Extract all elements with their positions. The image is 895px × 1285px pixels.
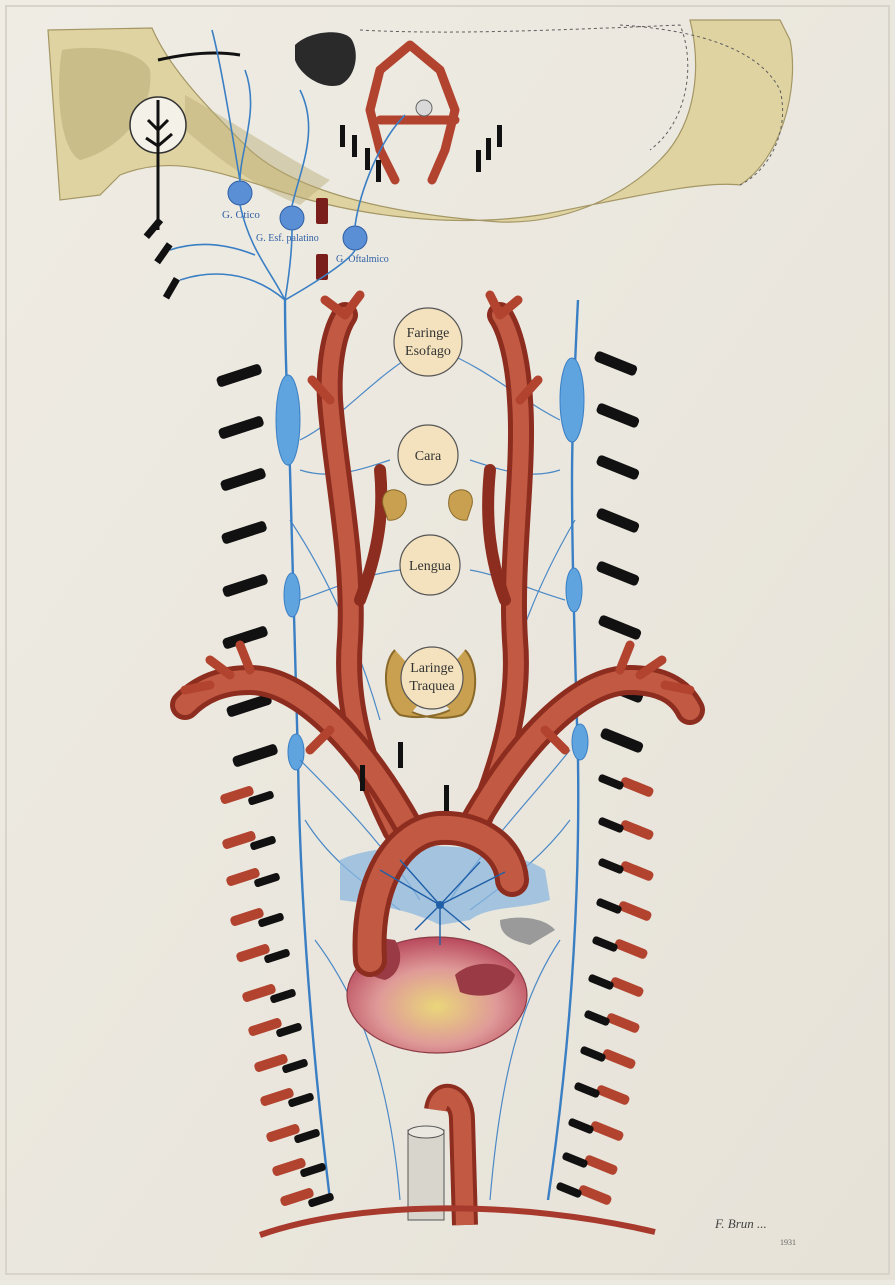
stellate-ganglion-right <box>572 724 588 760</box>
signature-year: 1931 <box>780 1238 796 1247</box>
esofago-label: Esofago <box>405 344 451 359</box>
pituitary-stalk <box>416 100 432 116</box>
middle-cervical-ganglion-right <box>566 568 582 612</box>
stellate-ganglion-left <box>288 734 304 770</box>
traquea-label: Traquea <box>409 679 455 694</box>
lengua-label: Lengua <box>409 559 452 574</box>
artist-signature: F. Brun ... <box>714 1216 767 1231</box>
superior-cervical-ganglion-right <box>560 358 584 442</box>
laringe-label: Laringe <box>410 661 454 676</box>
label-oftalmico: G. Oftalmico <box>336 254 389 265</box>
sphenopalatine-ganglion <box>280 206 304 230</box>
cardiac-plexus-center <box>436 901 444 909</box>
ophthalmic-ganglion <box>343 226 367 250</box>
laringe-disc <box>401 647 463 709</box>
internal-carotid-cut <box>316 198 328 224</box>
internal-carotid-cut-2 <box>316 254 328 280</box>
faringe-label: Faringe <box>407 326 450 341</box>
faringe-disc <box>394 308 462 376</box>
label-esfenopalatino: G. Esf. palatino <box>256 233 319 244</box>
otic-ganglion <box>228 181 252 205</box>
superior-cervical-ganglion-left <box>276 375 300 465</box>
cara-label: Cara <box>415 449 442 464</box>
esophagus-lumen <box>408 1126 444 1138</box>
middle-cervical-ganglion-left <box>284 573 300 617</box>
